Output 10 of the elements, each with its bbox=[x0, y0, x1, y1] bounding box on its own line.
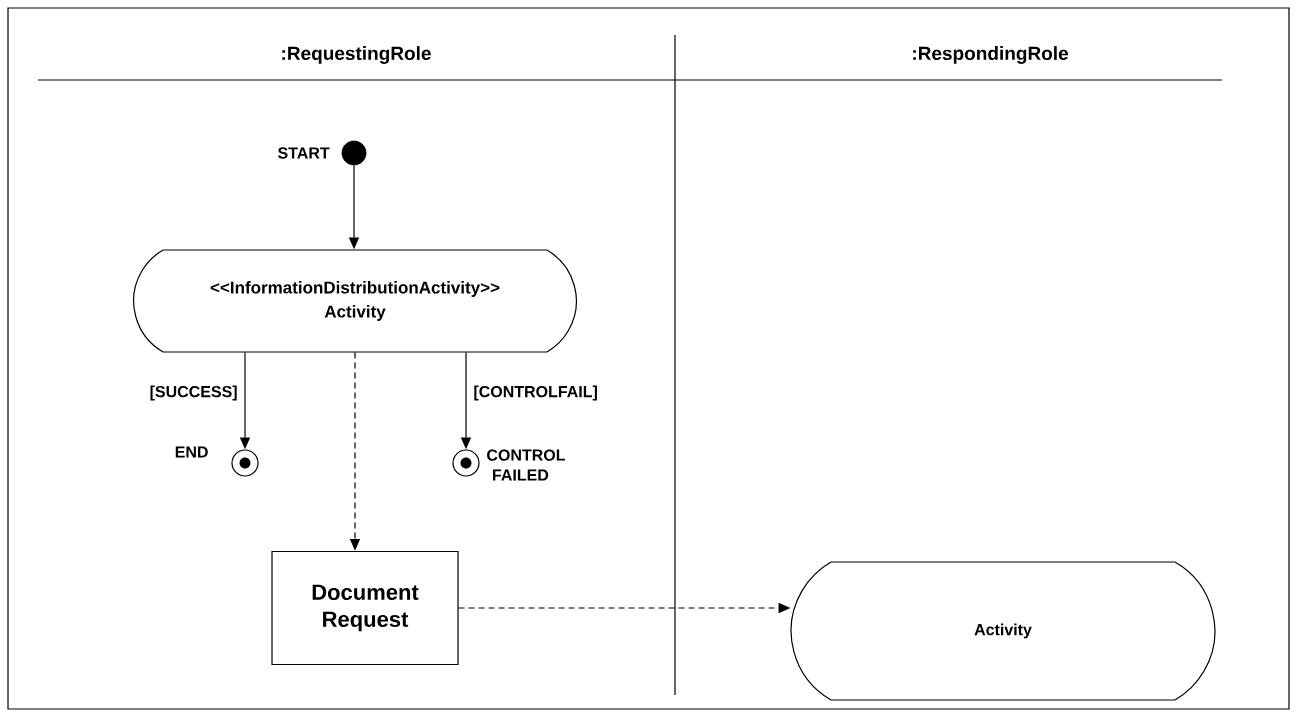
edge-label: [SUCCESS] bbox=[147, 383, 240, 403]
node-label: END bbox=[175, 446, 208, 458]
node-label: START bbox=[278, 147, 330, 159]
lane-heading: :RequestingRole bbox=[282, 46, 431, 64]
edge-label: [CONTROLFAIL] bbox=[471, 383, 600, 403]
node-label: CONTROL FAILED bbox=[487, 449, 565, 481]
activity-box: Activity bbox=[790, 561, 1216, 701]
activity-box: <<InformationDistributionActivity>> Activity bbox=[133, 249, 577, 353]
object-box: Document Request bbox=[271, 550, 459, 666]
lane-heading: :RespondingRole bbox=[913, 46, 1068, 64]
